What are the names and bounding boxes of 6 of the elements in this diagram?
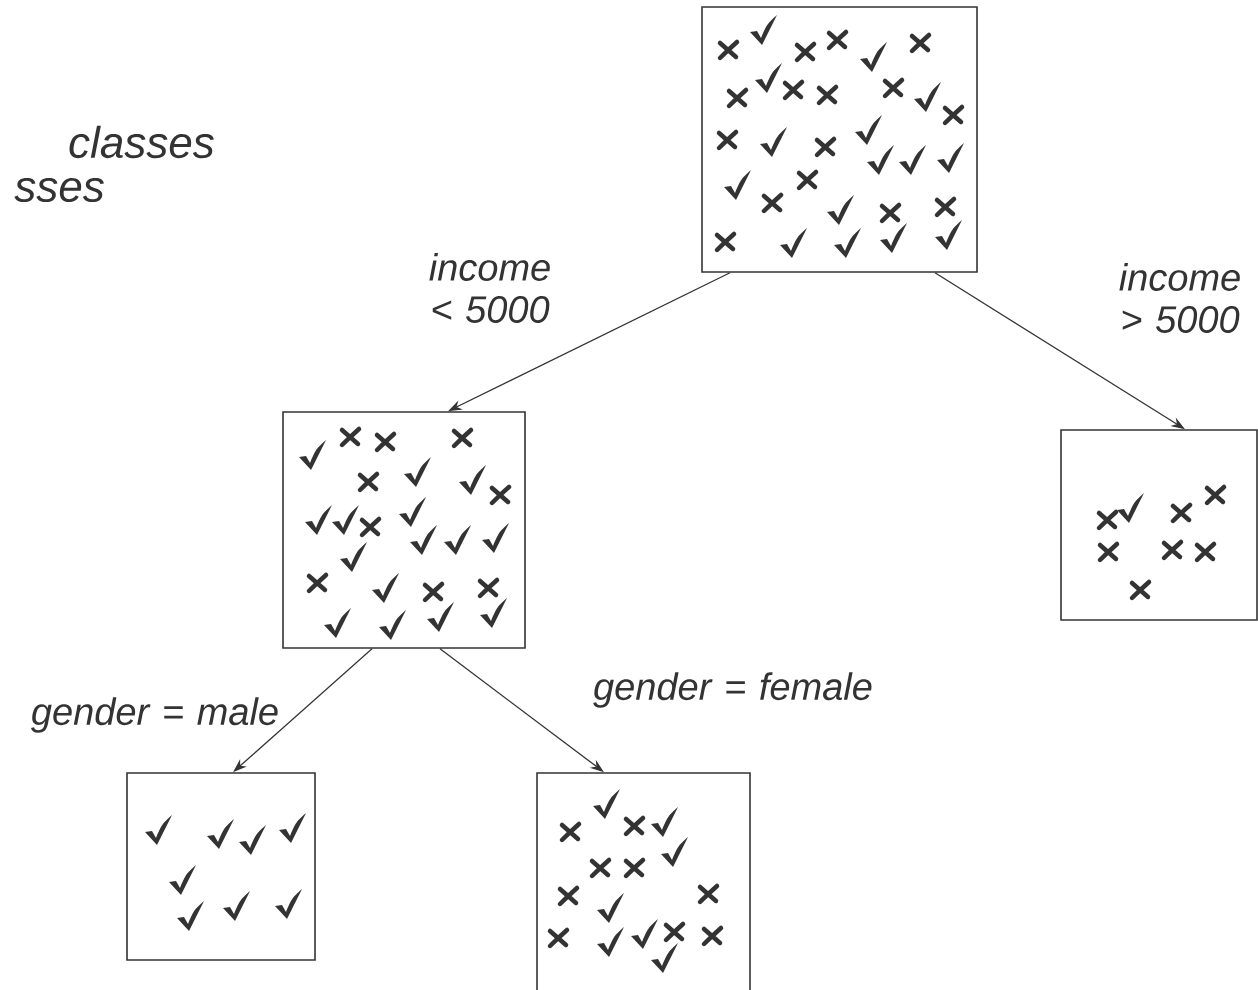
edge-label: gender = male bbox=[31, 697, 278, 733]
edge-label: gender = female bbox=[593, 672, 872, 708]
label: classes bbox=[69, 125, 214, 159]
edge-label: income < 5000 bbox=[429, 253, 550, 323]
label: sses bbox=[14, 177, 104, 203]
edge-label: income > 5000 bbox=[1119, 263, 1240, 333]
